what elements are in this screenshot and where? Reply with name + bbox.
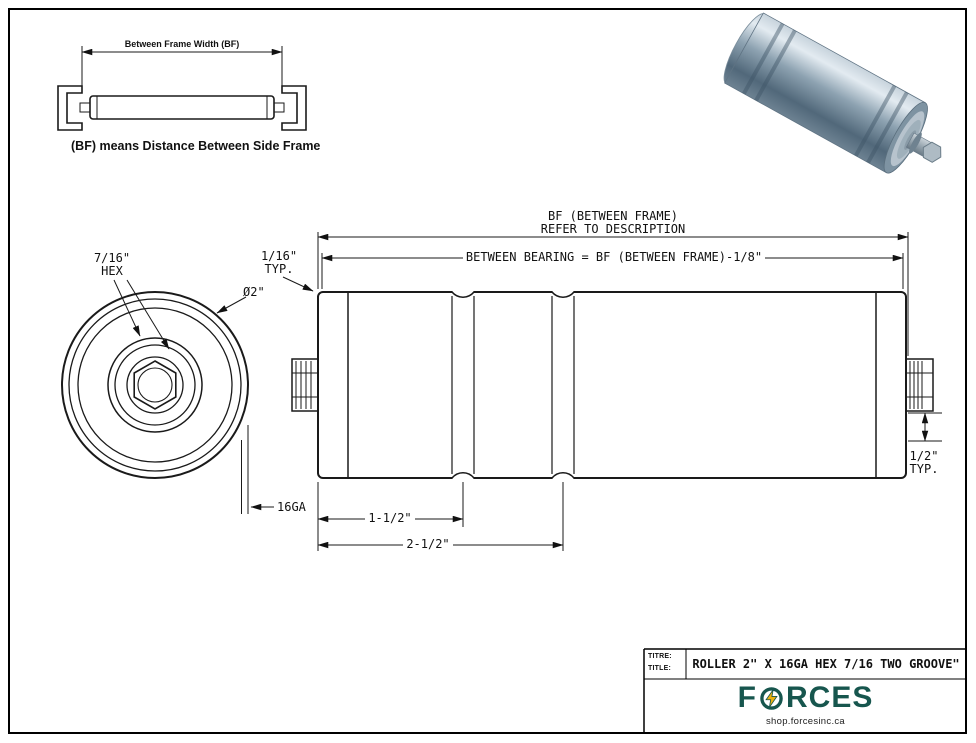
diameter-label: Ø2"	[243, 285, 265, 299]
hex-dim-value: 7/16"	[93, 251, 131, 265]
roller-3d-view	[723, 12, 942, 174]
dimension-lines	[282, 232, 942, 551]
hex-bore	[133, 360, 177, 410]
end-view	[61, 279, 274, 514]
inset-diagram	[57, 46, 307, 131]
left-typ-suffix: TYP.	[264, 262, 294, 276]
title-block-lines	[643, 648, 966, 733]
forces-logo: F RCES	[644, 681, 967, 715]
title-label-fr: TITRE:	[648, 653, 672, 660]
lightning-bolt-icon	[760, 686, 783, 710]
right-typ-value: 1/2"	[909, 449, 939, 463]
bearing-dim-label: BETWEEN BEARING = BF (BETWEEN FRAME)-1/8…	[413, 251, 815, 264]
bf-dim-line2: REFER TO DESCRIPTION	[540, 222, 686, 236]
side-view	[291, 289, 934, 481]
left-typ-value: 1/16"	[260, 249, 298, 263]
groove1-dim-label: 1-1/2"	[357, 512, 423, 525]
hex-dim-suffix: HEX	[101, 264, 123, 278]
logo-text-f: F	[737, 681, 757, 714]
drawing-title: ROLLER 2" X 16GA HEX 7/16 TWO GROOVE"	[692, 657, 960, 671]
right-typ-suffix: TYP.	[909, 462, 939, 476]
groove2-dim-label: 2-1/2"	[395, 538, 461, 551]
inset-caption: (BF) means Distance Between Side Frame	[71, 139, 321, 153]
title-label-en: TITLE:	[648, 665, 671, 672]
sheet-border	[8, 8, 967, 734]
logo-text-rces: RCES	[785, 681, 874, 714]
gauge-label: 16GA	[277, 500, 306, 514]
bf-dim-line1: BF (BETWEEN FRAME)	[547, 209, 679, 223]
inset-dim-label: Between Frame Width (BF)	[80, 39, 284, 49]
website-url: shop.forcesinc.ca	[765, 716, 846, 727]
